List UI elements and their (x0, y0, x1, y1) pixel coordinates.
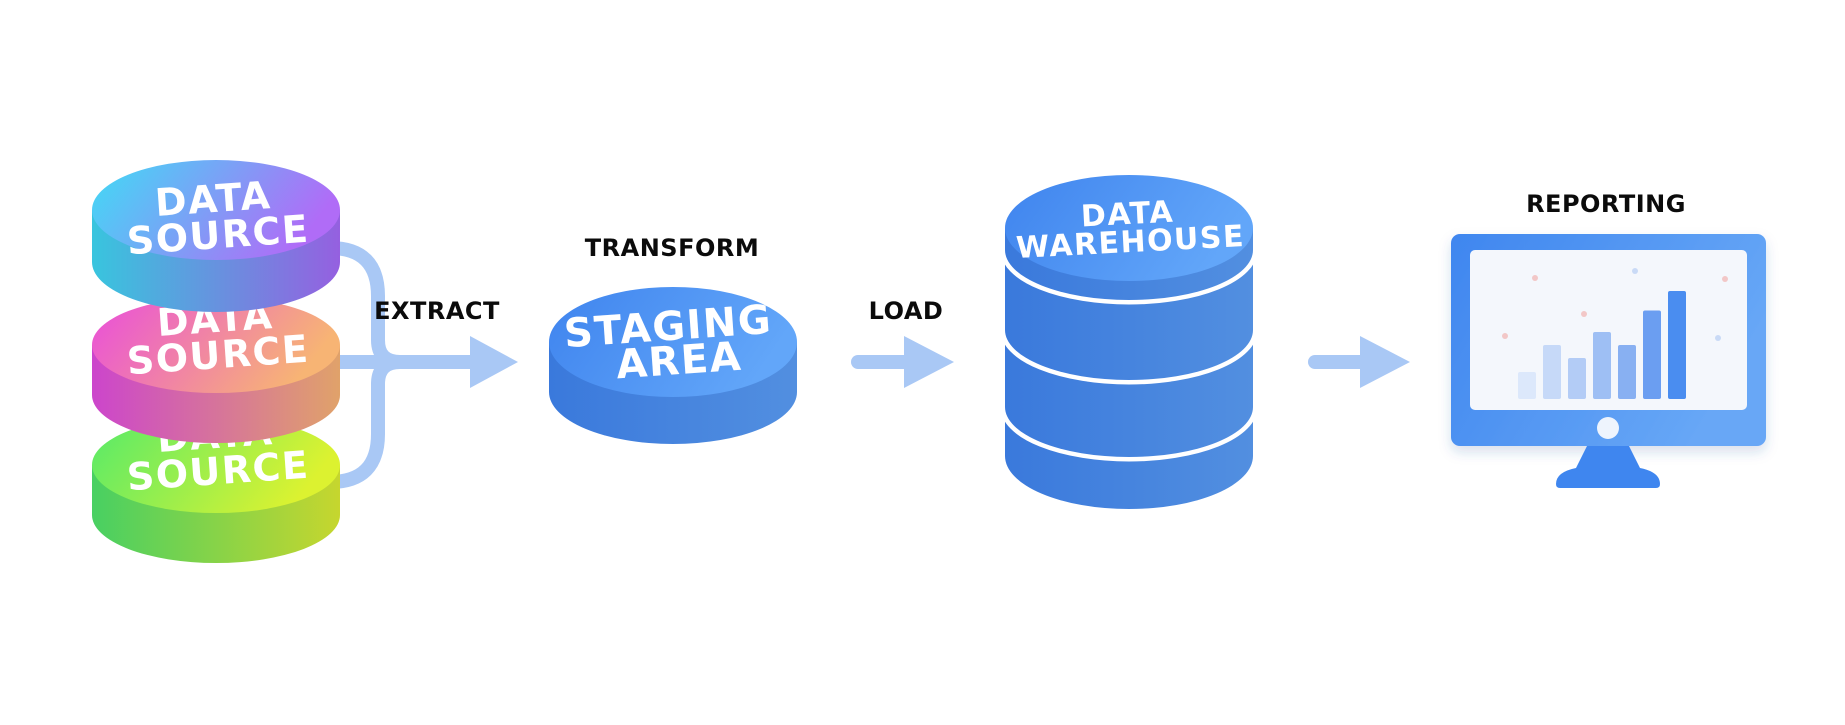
report-bar (1668, 291, 1686, 399)
report-dot (1502, 333, 1508, 339)
load-arrow (851, 336, 954, 388)
report-dot (1632, 268, 1638, 274)
report-bar (1568, 357, 1586, 399)
data-source-3: DATA SOURCE (92, 409, 340, 563)
report-bar (1618, 345, 1636, 399)
staging-area: STAGING AREA (549, 287, 797, 444)
monitor-stand (1556, 446, 1660, 488)
report-bar (1518, 372, 1536, 399)
warehouse-line1: DATA (1080, 195, 1175, 235)
load-label: LOAD (869, 297, 944, 325)
data-source-1: DATA SOURCE (92, 160, 340, 312)
data-source-1-line1: DATA (154, 173, 273, 225)
data-source-2: DATA SOURCE (92, 293, 340, 443)
data-source-3-top (92, 417, 340, 513)
report-dot (1581, 311, 1587, 317)
warehouse-top (1005, 175, 1253, 281)
extract-connector (323, 241, 477, 489)
report-bar (1593, 332, 1611, 399)
reporting-arrow (1308, 336, 1410, 388)
report-bar-chart (1518, 291, 1686, 399)
staging-area-top (549, 287, 797, 397)
reporting-label: REPORTING (1526, 190, 1686, 218)
report-dot (1722, 276, 1728, 282)
report-dots (1502, 268, 1728, 341)
transform-label: TRANSFORM (585, 234, 759, 262)
extract-arrow-head (470, 336, 518, 388)
monitor-power-button (1597, 417, 1619, 439)
report-bar (1543, 345, 1561, 399)
data-source-1-top (92, 160, 340, 260)
staging-area-line2: AREA (615, 334, 744, 389)
report-dot (1532, 275, 1538, 281)
report-dot (1715, 335, 1721, 341)
report-bar (1643, 310, 1661, 399)
load-arrow-head (904, 336, 954, 388)
extract-label: EXTRACT (374, 297, 500, 325)
data-warehouse: DATA WAREHOUSE (1000, 175, 1258, 509)
connector-bottom-branch (323, 355, 407, 489)
reporting-monitor (1451, 234, 1766, 488)
data-source-2-top (92, 297, 340, 393)
reporting-arrow-head (1360, 336, 1410, 388)
